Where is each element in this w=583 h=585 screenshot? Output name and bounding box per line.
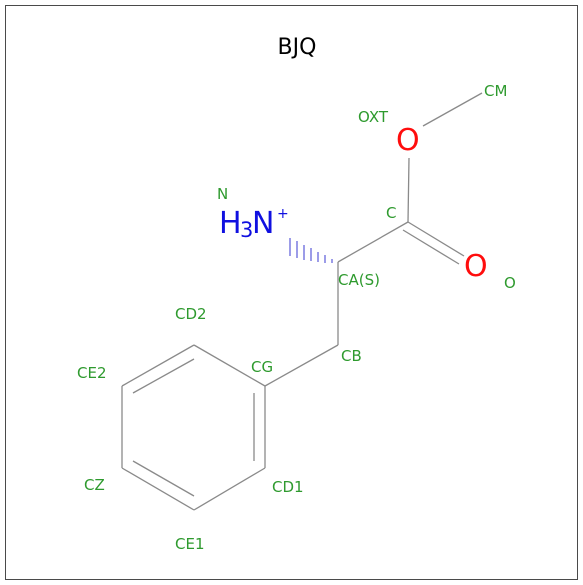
label-c: C: [386, 204, 396, 222]
molecule-diagram-frame: [5, 5, 578, 580]
label-cm: CM: [484, 82, 507, 100]
label-o: O: [504, 274, 516, 292]
bond-cg-cd2: [193, 344, 266, 387]
label-cz: CZ: [84, 476, 105, 494]
label-n: N: [217, 185, 228, 203]
label-oxt: OXT: [358, 108, 389, 126]
label-cd2: CD2: [175, 305, 207, 323]
oxt-atom-symbol: O: [396, 123, 420, 158]
amine-group: H 3 N +: [219, 206, 289, 242]
aromatic-inner-2: [132, 460, 195, 497]
label-ce2: CE2: [77, 364, 107, 382]
bond-oxt-cm: [422, 92, 483, 127]
bond-cb-cg: [264, 344, 339, 387]
molecule-title: BJQ: [278, 35, 317, 60]
amine-subscript: 3: [240, 218, 253, 242]
bonds: [121, 92, 483, 511]
label-cg: CG: [251, 358, 273, 376]
bond-cz-ce1: [121, 467, 195, 511]
label-ce1: CE1: [175, 535, 205, 553]
stereo-hash-bond: [289, 238, 333, 263]
bond-ca-c: [337, 221, 409, 263]
label-cd1: CD1: [272, 478, 304, 496]
bond-c-oxt: [407, 157, 410, 223]
amine-charge: +: [277, 206, 289, 222]
aromatic-inner-1: [132, 358, 195, 394]
bond-c-o-1: [407, 221, 465, 257]
bond-cd2-ce2: [121, 344, 195, 387]
label-cb: CB: [341, 347, 362, 365]
label-ca: CA(S): [338, 271, 380, 289]
o-atom-symbol: O: [464, 249, 488, 284]
amine-h: H: [219, 206, 242, 241]
atom-labels: CM OXT C O N CA(S) CB CG CD1 CD2 CE1 CE2…: [77, 82, 516, 553]
amine-n: N: [252, 206, 274, 241]
bond-ce1-cd1: [193, 467, 266, 511]
bond-c-o-2: [402, 229, 460, 265]
